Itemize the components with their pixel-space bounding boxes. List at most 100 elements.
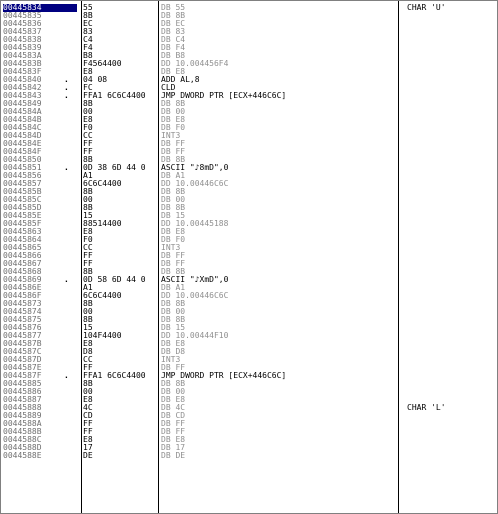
hex-dump-cell: CC <box>83 244 93 252</box>
hex-dump-cell: 15 <box>83 212 93 220</box>
code-marker: . <box>64 372 69 380</box>
address-cell: 00445866 <box>3 252 42 260</box>
address-cell: 0044588A <box>3 420 42 428</box>
column-divider-hex[interactable] <box>81 1 82 513</box>
address-cell: 0044583A <box>3 52 42 60</box>
column-divider-instruction[interactable] <box>158 1 159 513</box>
hex-dump-cell: F4 <box>83 44 93 52</box>
address-cell: 00445857 <box>3 180 42 188</box>
instruction-cell: DB EC <box>161 20 186 28</box>
address-cell: 00445840 <box>3 76 42 84</box>
hex-dump-cell: 88514400 <box>83 220 122 228</box>
instruction-cell: DB DE <box>161 452 186 460</box>
address-cell: 00445876 <box>3 324 42 332</box>
hex-dump-cell: FFA1 6C6C4400 <box>83 372 146 380</box>
instruction-cell: DD 10.00444F10 <box>161 332 229 340</box>
address-cell: 0044588B <box>3 428 42 436</box>
address-cell: 0044587D <box>3 356 42 364</box>
instruction-cell: DB 17 <box>161 444 186 452</box>
instruction-cell: ASCII "♪XmD",0 <box>161 276 229 284</box>
hex-dump-cell: CC <box>83 356 93 364</box>
instruction-cell: DB E8 <box>161 340 186 348</box>
instruction-cell: DB C4 <box>161 36 186 44</box>
instruction-cell: DB 00 <box>161 108 186 116</box>
hex-dump-cell: 55 <box>83 4 93 12</box>
instruction-cell: DB FF <box>161 364 186 372</box>
hex-dump-cell: D8 <box>83 348 93 356</box>
hex-dump-cell: E8 <box>83 228 93 236</box>
address-cell: 0044585B <box>3 188 42 196</box>
hex-dump-cell: E8 <box>83 68 93 76</box>
hex-dump-cell: 4C <box>83 404 93 412</box>
column-divider-comment[interactable] <box>398 1 399 513</box>
address-cell: 0044585D <box>3 204 42 212</box>
address-cell: 00445885 <box>3 380 42 388</box>
hex-dump-cell: 8B <box>83 380 93 388</box>
hex-dump-cell: 8B <box>83 100 93 108</box>
instruction-cell: DB 15 <box>161 212 186 220</box>
hex-dump-cell: E8 <box>83 436 93 444</box>
code-marker: . <box>64 92 69 100</box>
address-cell: 00445835 <box>3 12 42 20</box>
hex-dump-cell: 00 <box>83 308 93 316</box>
